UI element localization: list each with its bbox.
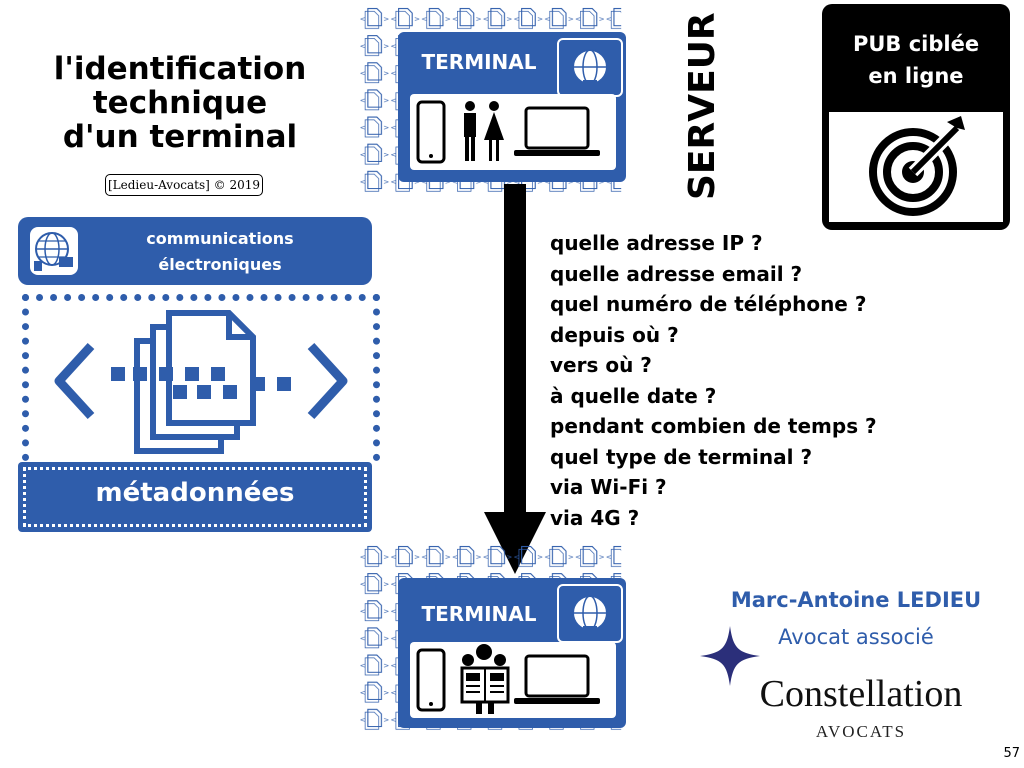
arrow-shaft [504, 184, 526, 526]
target-icon [869, 116, 965, 216]
question-item: via 4G ? [550, 505, 640, 530]
terminal-top-devices [410, 94, 616, 170]
serveur-label: SERVEUR [682, 12, 723, 200]
terminal-bottom-devices [410, 642, 616, 718]
metadata-label: métadonnées [95, 478, 295, 508]
question-item: quel type de terminal ? [550, 444, 813, 469]
terminal-top-label: TERMINAL [421, 50, 537, 74]
newspaper-reader-icon [460, 644, 510, 714]
communications-title: communications électroniques [146, 229, 294, 274]
globe-network-icon [30, 227, 78, 275]
question-item: quelle adresse IP ? [550, 231, 763, 255]
pub-title: PUB ciblée en ligne [852, 32, 980, 88]
smartphone-icon [416, 648, 446, 712]
woman-icon [484, 101, 504, 161]
page-number: 57 [1003, 746, 1020, 761]
terminal-bottom-label: TERMINAL [421, 602, 537, 626]
author-name: Marc-Antoine LEDIEU [730, 588, 982, 612]
author-role: Avocat associé [778, 625, 934, 649]
question-item: quelle adresse email ? [550, 261, 803, 286]
question-item: via Wi-Fi ? [550, 475, 667, 499]
globe-network-icon [557, 38, 623, 97]
globe-network-icon [557, 584, 623, 643]
document-stack-icon [54, 310, 348, 454]
serveur-label-container: SERVEUR [682, 12, 723, 200]
copyright-badge: [Ledieu-Avocats] © 2019 [105, 174, 263, 196]
question-item: vers où ? [550, 353, 652, 377]
laptop-icon [514, 106, 600, 156]
question-item: pendant combien de temps ? [550, 414, 877, 438]
star-icon [700, 626, 760, 686]
communications-body [22, 294, 380, 461]
pub-target-panel [829, 112, 1003, 222]
laptop-icon [514, 654, 600, 704]
question-item: quel numéro de téléphone ? [550, 292, 867, 316]
question-item: depuis où ? [550, 322, 679, 347]
brand-subtitle: AVOCATS [815, 722, 907, 741]
brand-name: Constellation [759, 673, 963, 715]
questions-list: quelle adresse IP ? quelle adresse email… [550, 228, 970, 533]
man-icon [464, 101, 476, 161]
metadata-footer [18, 462, 372, 532]
page-title: l'identification technique d'un terminal [53, 51, 307, 155]
question-item: à quelle date ? [550, 383, 717, 408]
smartphone-icon [416, 100, 446, 164]
